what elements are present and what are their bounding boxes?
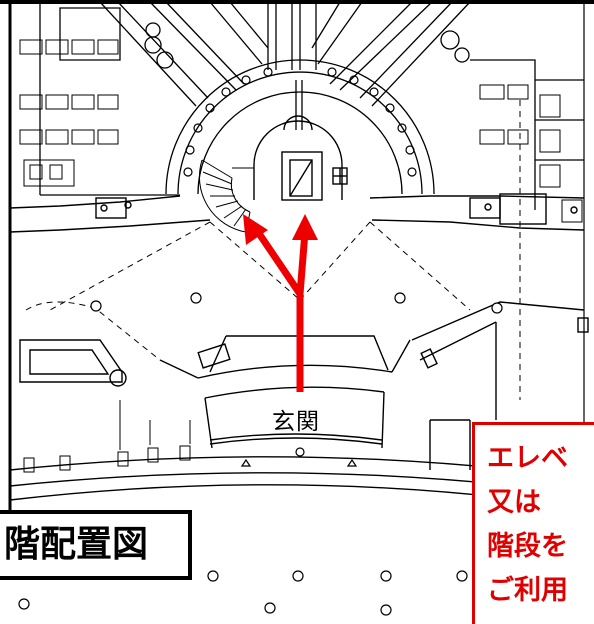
route-arrows — [243, 214, 318, 392]
notice-line: 階段を — [487, 531, 568, 562]
elevator-icon — [253, 115, 348, 201]
rotunda — [165, 59, 435, 195]
rotunda-columns — [183, 67, 417, 177]
floor-title: 階配置図 — [4, 524, 149, 565]
entrance-hall — [159, 335, 411, 449]
entrance-label: 玄関 — [272, 409, 320, 435]
lower-left-fixtures — [23, 400, 191, 473]
upper-left-wing — [39, 1, 269, 196]
notice-line: 又は — [487, 487, 541, 518]
notice-box: エレベ 又は 階段を ご利用 — [472, 422, 594, 624]
route-arrow-left — [243, 214, 268, 245]
column-marker-icon — [18, 292, 503, 616]
outer-frame — [0, 0, 594, 518]
central-corridor — [267, 2, 317, 130]
corridor-walls — [9, 193, 585, 233]
stair-icon — [198, 159, 254, 233]
notice-line: エレベ — [487, 443, 568, 474]
right-lounge — [411, 301, 589, 470]
route-arrow-right — [292, 214, 318, 240]
floor-title-box: 階配置図 — [0, 510, 192, 580]
notice-line: ご利用 — [487, 575, 568, 606]
right-rooms — [479, 84, 583, 223]
upper-right-wing — [311, 1, 584, 210]
left-rooms — [19, 39, 119, 187]
left-platform — [19, 339, 127, 387]
